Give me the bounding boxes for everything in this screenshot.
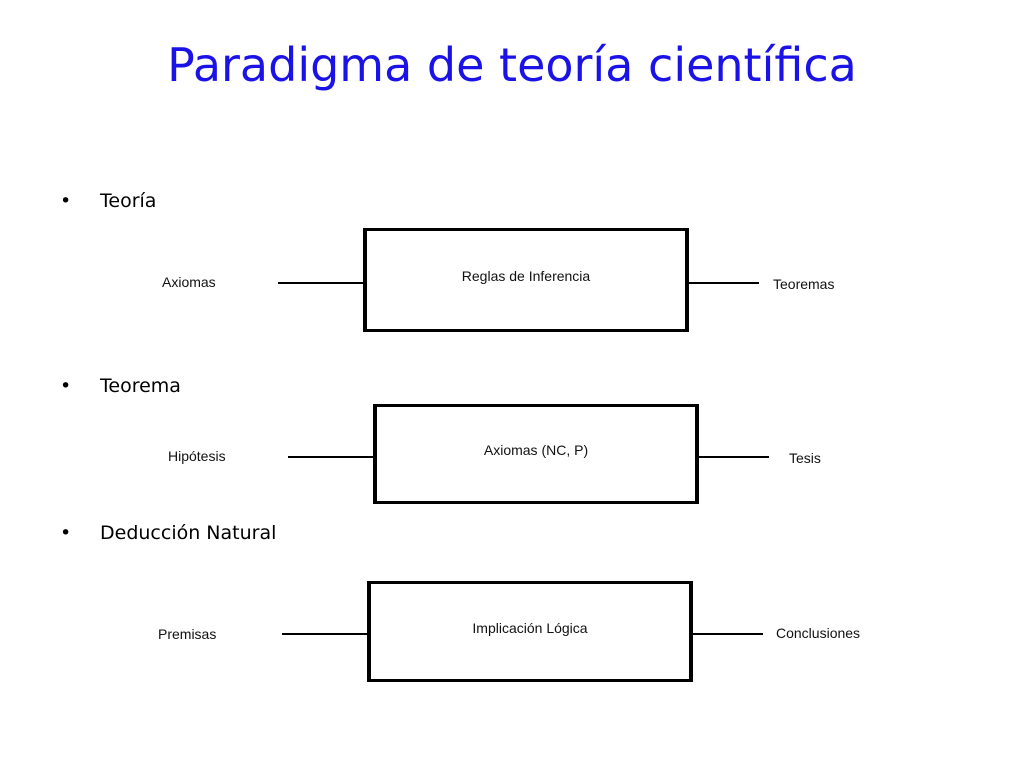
- input-label: Premisas: [158, 626, 217, 642]
- input-connector: [282, 633, 368, 635]
- bullet-item-teorema: • Teorema: [60, 375, 181, 397]
- bullet-label: Teoría: [100, 190, 157, 212]
- bullet-symbol: •: [60, 522, 72, 544]
- bullet-label: Teorema: [100, 375, 181, 397]
- output-label: Tesis: [789, 450, 821, 466]
- output-connector: [693, 633, 763, 635]
- slide-title: Paradigma de teoría científica: [167, 38, 857, 92]
- input-label: Hipótesis: [168, 448, 226, 464]
- bullet-symbol: •: [60, 375, 72, 397]
- process-box: Reglas de Inferencia: [363, 228, 689, 332]
- output-connector: [699, 456, 769, 458]
- process-box: Axiomas (NC, P): [373, 404, 699, 504]
- output-label: Teoremas: [773, 276, 835, 292]
- process-label: Axiomas (NC, P): [483, 442, 589, 458]
- bullet-symbol: •: [60, 190, 72, 212]
- bullet-label: Deducción Natural: [100, 522, 277, 544]
- bullet-item-teoria: • Teoría: [60, 190, 156, 212]
- process-label: Implicación Lógica: [472, 619, 588, 636]
- process-box: Implicación Lógica: [367, 581, 693, 682]
- input-connector: [288, 456, 374, 458]
- input-connector: [278, 282, 364, 284]
- bullet-item-deduccion-natural: • Deducción Natural: [60, 522, 276, 544]
- input-label: Axiomas: [162, 274, 216, 290]
- process-label: Reglas de Inferencia: [461, 268, 591, 284]
- output-connector: [689, 282, 759, 284]
- output-label: Conclusiones: [776, 625, 861, 641]
